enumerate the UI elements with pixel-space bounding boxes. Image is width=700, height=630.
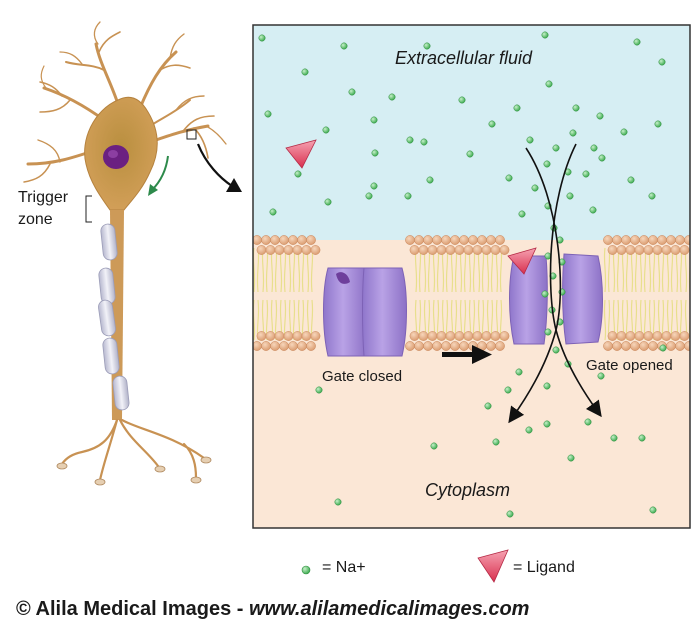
channel-gate-closed xyxy=(323,267,407,357)
membrane-panel xyxy=(253,25,690,528)
gate-closed-label: Gate closed xyxy=(322,368,403,385)
ligand-bound-icon xyxy=(507,247,537,275)
legend-na-icon xyxy=(301,565,311,575)
lipid-heads xyxy=(253,235,690,351)
gate-opened-label: Gate opened xyxy=(586,357,673,374)
ligand-icon xyxy=(285,139,317,169)
legend-na-label: = Na+ xyxy=(322,559,366,576)
legend-ligand-label: = Ligand xyxy=(513,559,575,576)
sodium-ions xyxy=(258,31,667,518)
copyright-credit: © Alila Medical Images - www.alilamedica… xyxy=(16,598,529,621)
transition-arrow xyxy=(442,345,492,364)
channel-gate-opened xyxy=(509,253,603,345)
neuron-illustration xyxy=(23,21,242,486)
ion-flow-arrows xyxy=(508,143,602,424)
extracellular-fluid-label: Extracellular fluid xyxy=(395,48,533,68)
legend xyxy=(301,549,509,583)
credit-owner: © Alila Medical Images - xyxy=(16,598,244,620)
cytoplasm-label: Cytoplasm xyxy=(425,480,511,500)
myelin-sheaths xyxy=(98,223,130,411)
trigger-zone-label: Trigger zone xyxy=(18,189,69,228)
legend-ligand-icon xyxy=(477,549,509,583)
panel-border xyxy=(252,24,691,529)
credit-website: www.alilamedicalimages.com xyxy=(248,598,530,620)
